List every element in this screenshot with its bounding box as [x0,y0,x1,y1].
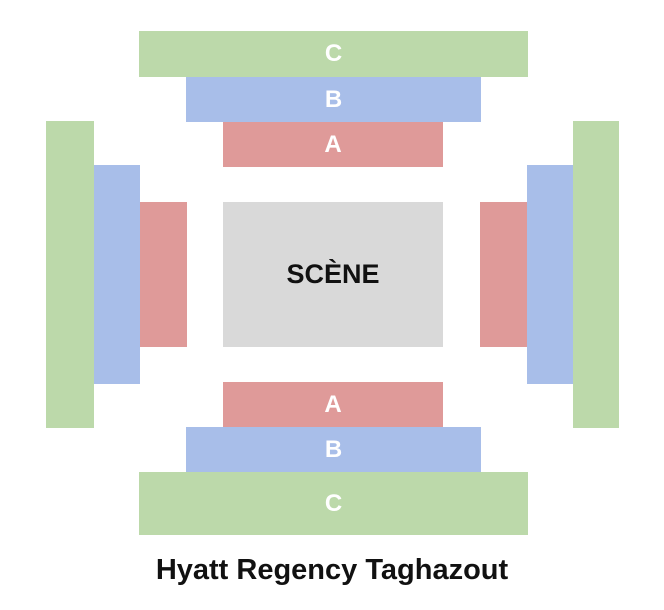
section-right-b[interactable] [527,165,573,384]
section-top-a-label: A [324,130,342,158]
section-left-b[interactable] [94,165,140,384]
venue-name-text: Hyatt Regency Taghazout [155,553,509,586]
section-right-a[interactable] [480,202,527,347]
stage-area: SCÈNE [223,202,443,347]
section-bottom-a[interactable]: A [223,382,443,427]
stage-label: SCÈNE [286,259,380,289]
section-top-c[interactable]: C [139,31,528,77]
section-top-b-label: B [324,85,343,113]
section-top-b[interactable]: B [186,77,481,122]
section-bottom-b[interactable]: B [186,427,481,472]
section-bottom-a-label: A [324,390,342,418]
section-bottom-b-label: B [324,435,343,463]
section-top-a[interactable]: A [223,122,443,167]
section-bottom-c-label: C [324,489,343,517]
section-top-c-label: C [324,40,343,67]
section-left-c[interactable] [46,121,94,428]
section-left-a[interactable] [140,202,187,347]
section-bottom-c[interactable]: C [139,472,528,535]
section-right-c[interactable] [573,121,619,428]
venue-name: Hyatt Regency Taghazout [0,550,664,590]
